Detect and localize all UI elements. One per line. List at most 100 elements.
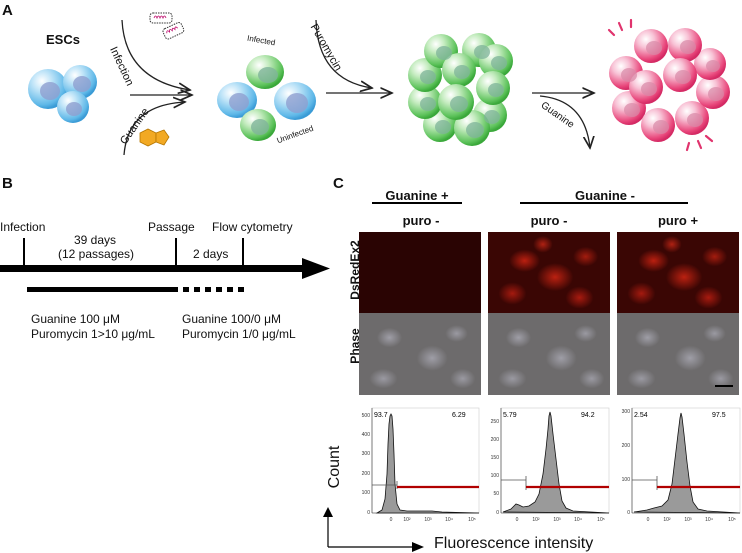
tick-passage <box>175 238 177 268</box>
virus-icon <box>149 12 173 24</box>
cell-green-icon <box>240 109 276 141</box>
histogram-1: 93.7 6.29 0 100 200 300 400 500 0 10² 10³ 10⁴ 10⁵ <box>362 407 480 523</box>
column-header-2: puro - <box>530 213 568 228</box>
guanine-molecule-icon <box>139 128 170 147</box>
puromycin-arrow <box>315 19 372 88</box>
cell-blue-icon <box>63 65 97 99</box>
micrograph-dsred-guanine-minus-puro-plus <box>617 232 739 314</box>
interval1-duration: 39 days <box>74 233 117 247</box>
x-arrowhead-icon <box>412 542 424 552</box>
timeline <box>0 238 330 292</box>
svg-text:0: 0 <box>516 517 519 523</box>
svg-text:0: 0 <box>367 510 370 516</box>
infection-arrow <box>121 19 190 90</box>
panel-b-letter: B <box>2 175 13 192</box>
micrograph-dsred-guanine-minus-puro-minus <box>488 232 610 314</box>
panel-a-schematic <box>28 12 730 156</box>
solid-treatment-bar <box>27 287 178 292</box>
svg-text:5.79: 5.79 <box>503 412 517 419</box>
x-axis-label-fluorescence: Fluorescence intensity <box>434 535 594 552</box>
event-passage: Passage <box>148 220 195 234</box>
micrograph-phase-guanine-minus-puro-minus <box>488 313 610 395</box>
y-arrowhead-icon <box>323 507 333 517</box>
svg-text:200: 200 <box>491 437 500 443</box>
svg-text:6.29: 6.29 <box>452 412 466 419</box>
svg-text:0: 0 <box>390 517 393 523</box>
svg-text:94.2: 94.2 <box>581 412 595 419</box>
svg-text:200: 200 <box>622 443 631 449</box>
cond1-guanine: Guanine 100 μM <box>31 312 120 326</box>
event-flow-cytometry: Flow cytometry <box>212 220 293 234</box>
virus-icon <box>162 22 185 40</box>
cell-blue-icon <box>28 69 68 109</box>
cond1-puromycin: Puromycin 1>10 μg/mL <box>31 327 155 341</box>
svg-text:10²: 10² <box>663 517 671 523</box>
timeline-arrowhead <box>302 258 330 279</box>
micrograph-dsred-guanine-plus-puro-minus <box>359 232 481 314</box>
column-header-3: puro + <box>657 213 699 228</box>
svg-text:2.54: 2.54 <box>634 412 648 419</box>
svg-text:100: 100 <box>622 477 631 483</box>
svg-text:300: 300 <box>362 451 371 457</box>
cell-blue-icon <box>217 82 257 118</box>
guanine-arrow <box>123 102 185 156</box>
svg-text:0: 0 <box>496 510 499 516</box>
timeline-axis <box>0 265 305 272</box>
svg-text:400: 400 <box>362 432 371 438</box>
svg-text:100: 100 <box>362 490 371 496</box>
svg-text:10²: 10² <box>532 517 540 523</box>
tick-infection <box>23 238 25 268</box>
group-guanine-plus-bar <box>372 202 462 204</box>
svg-text:50: 50 <box>493 491 499 497</box>
svg-text:10⁴: 10⁴ <box>705 517 713 523</box>
interval2-duration: 2 days <box>193 247 229 261</box>
green-colony <box>408 33 513 146</box>
interval1-passages: (12 passages) <box>58 247 135 261</box>
svg-text:0: 0 <box>627 510 630 516</box>
svg-text:10⁴: 10⁴ <box>445 517 453 523</box>
esc-cluster <box>28 65 97 123</box>
histogram-2: 5.79 94.2 0 50 100 150 200 250 0 10² 10³ 10⁴ 10⁵ <box>491 407 610 523</box>
svg-text:150: 150 <box>491 455 500 461</box>
cond2-guanine: Guanine 100/0 μM <box>182 312 281 326</box>
svg-text:10³: 10³ <box>424 517 432 523</box>
svg-text:250: 250 <box>491 419 500 425</box>
axis-arrows <box>323 507 424 552</box>
svg-text:500: 500 <box>362 413 371 419</box>
svg-text:10³: 10³ <box>553 517 561 523</box>
group-guanine-minus: Guanine - <box>575 188 635 203</box>
event-infection: Infection <box>0 220 46 234</box>
mixed-cell-group <box>217 55 316 141</box>
cond2-puromycin: Puromycin 1/0 μg/mL <box>182 327 296 341</box>
glow-marks <box>607 18 714 152</box>
scale-bar <box>715 385 733 387</box>
y-axis-label-count: Count <box>326 445 343 489</box>
tick-flow <box>242 238 244 268</box>
column-header-1: puro - <box>402 213 440 228</box>
micrograph-phase-guanine-plus-puro-minus <box>359 313 481 395</box>
panel-a-letter: A <box>2 2 13 19</box>
pink-colony <box>607 18 730 152</box>
guanine-removal-arrow <box>539 95 590 148</box>
svg-text:93.7: 93.7 <box>374 412 388 419</box>
micrograph-phase-guanine-minus-puro-plus <box>617 313 739 395</box>
group-guanine-minus-bar <box>520 202 688 204</box>
group-guanine-plus: Guanine + <box>385 188 449 203</box>
svg-text:200: 200 <box>362 471 371 477</box>
dashed-treatment-bar <box>183 287 244 292</box>
cell-blue-icon <box>57 91 89 123</box>
svg-text:97.5: 97.5 <box>712 412 726 419</box>
cell-blue-icon <box>274 82 316 120</box>
svg-text:0: 0 <box>647 517 650 523</box>
svg-text:10⁵: 10⁵ <box>597 517 605 523</box>
panel-c-letter: C <box>333 175 344 192</box>
cell-green-icon <box>246 55 284 89</box>
svg-text:100: 100 <box>491 473 500 479</box>
svg-text:10⁵: 10⁵ <box>468 517 476 523</box>
svg-text:10⁴: 10⁴ <box>574 517 582 523</box>
svg-text:10²: 10² <box>403 517 411 523</box>
svg-text:10⁵: 10⁵ <box>728 517 736 523</box>
svg-text:300: 300 <box>622 409 631 415</box>
